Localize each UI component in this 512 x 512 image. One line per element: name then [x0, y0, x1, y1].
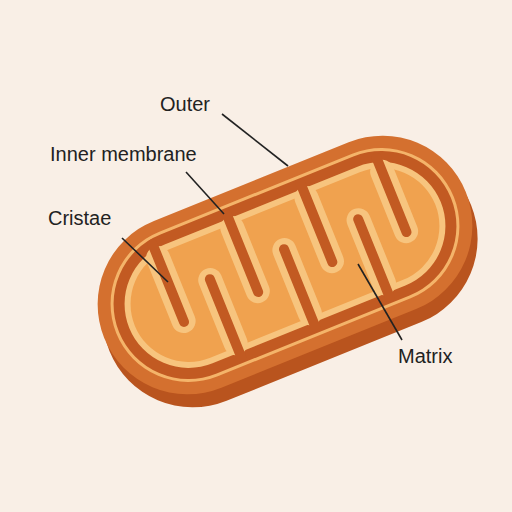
cristae	[140, 145, 440, 381]
part-label: Outer	[160, 92, 210, 116]
part-label: Inner membrane	[50, 142, 197, 166]
intermembrane-space	[91, 128, 479, 401]
leader-line	[222, 114, 288, 166]
inner-membrane	[105, 143, 464, 388]
outer-membrane-edge	[87, 125, 483, 406]
leader-line	[358, 264, 402, 340]
part-label: Cristae	[48, 206, 111, 230]
part-label: Matrix	[398, 344, 452, 368]
leader-line	[186, 172, 224, 214]
matrix	[113, 151, 457, 380]
leader-line	[122, 238, 168, 282]
